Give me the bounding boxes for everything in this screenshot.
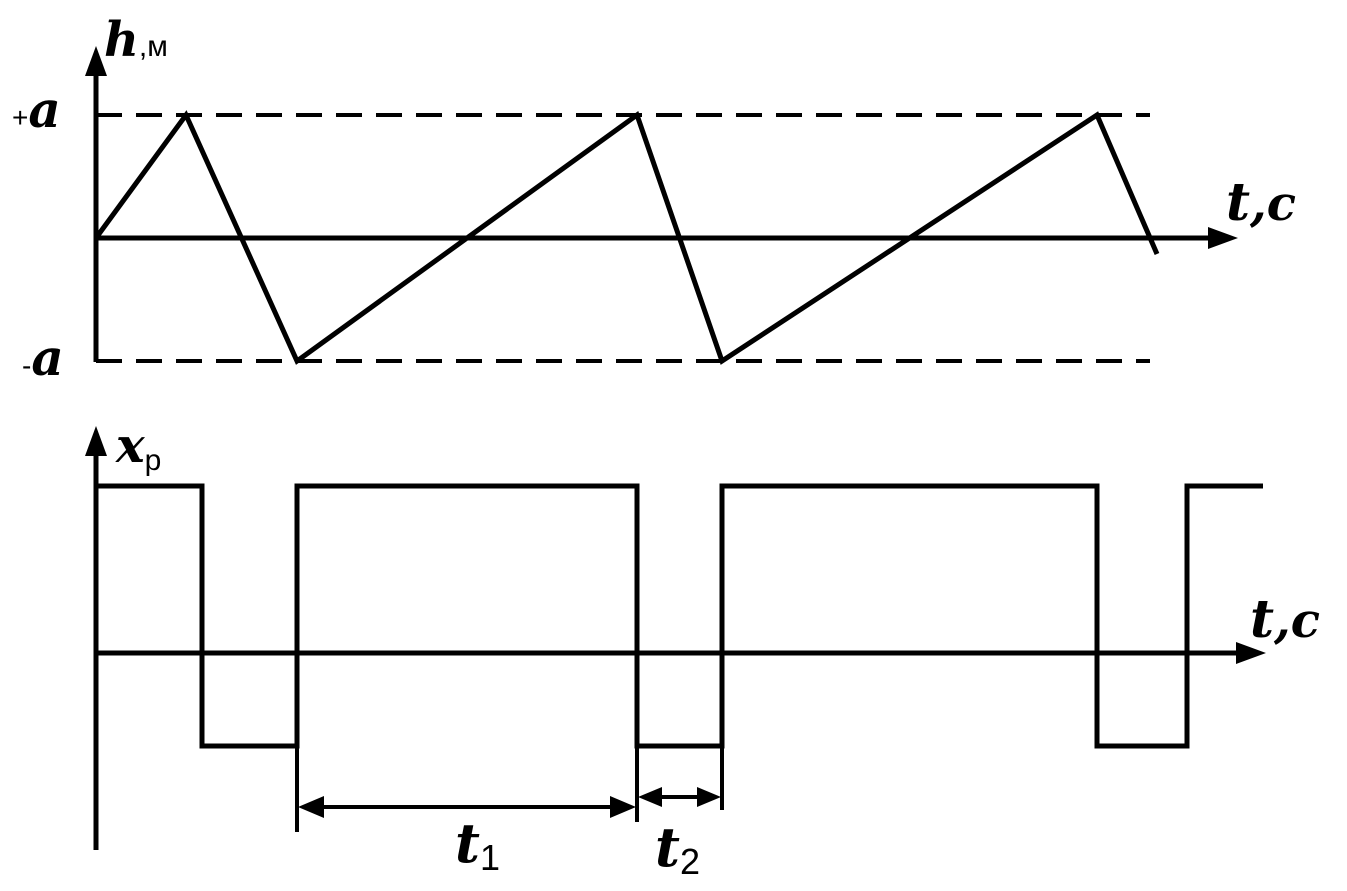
top-x-axis-arrow <box>1208 227 1238 249</box>
top-y-axis-label: h,м <box>104 12 168 68</box>
t2-label: t2 <box>655 815 700 882</box>
t2-arrow-right <box>697 787 721 807</box>
top-x-axis-label: t,c <box>1226 172 1296 233</box>
t2-arrow-left <box>638 787 662 807</box>
t1-label: t1 <box>455 811 500 878</box>
bottom-x-axis-arrow <box>1236 642 1266 664</box>
bottom-y-axis-label: xр <box>115 418 161 477</box>
regulator-output-wave <box>96 483 1263 749</box>
top-y-axis-arrow <box>85 46 107 76</box>
bottom-x-axis-label: t,c <box>1250 589 1320 650</box>
lower-limit-label: -a <box>22 328 64 387</box>
t1-arrow-right <box>610 796 636 818</box>
t1-arrow-left <box>298 796 324 818</box>
level-curve <box>93 110 1160 365</box>
upper-limit-label: +a <box>12 80 61 139</box>
bottom-y-axis-arrow <box>85 426 107 456</box>
